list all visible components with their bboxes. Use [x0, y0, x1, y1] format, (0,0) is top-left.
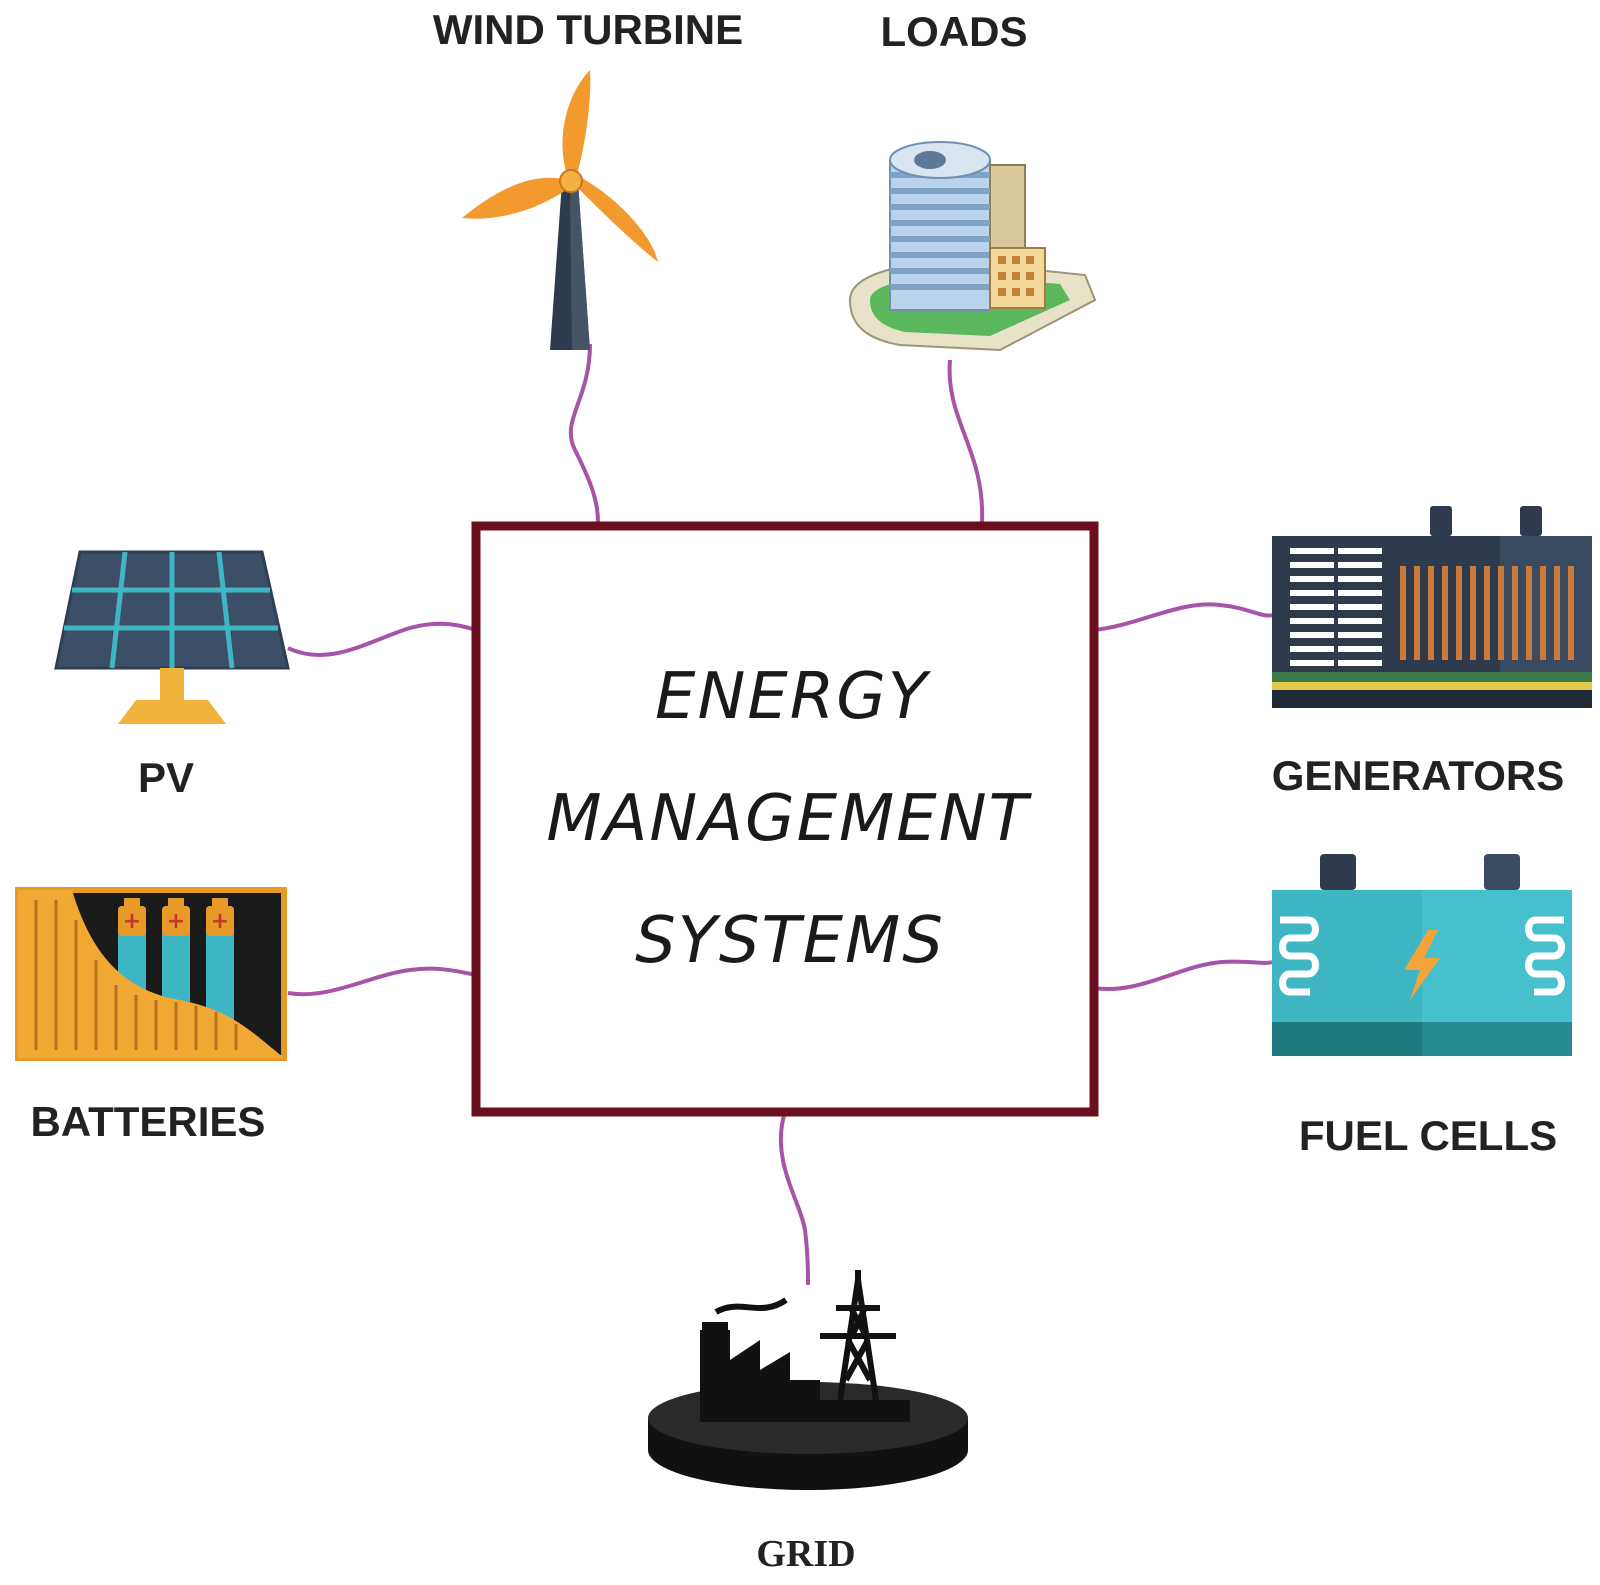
- grid-label: GRID: [756, 1533, 855, 1575]
- generator-icon: [1272, 506, 1592, 708]
- battery-bank-icon: + + +: [15, 887, 287, 1061]
- batteries-label: BATTERIES: [31, 1098, 266, 1145]
- pv-node: PV: [54, 550, 290, 801]
- battery-cells: + + +: [118, 898, 234, 1026]
- fuel-cell-icon: [1272, 854, 1572, 1056]
- grid-node: GRID: [648, 1270, 968, 1575]
- generators-node: GENERATORS: [1272, 506, 1592, 799]
- fuel-cells-label: FUEL CELLS: [1299, 1112, 1557, 1159]
- lightning-bolt-icon: [1404, 930, 1440, 1000]
- svg-text:+: +: [211, 909, 229, 934]
- batteries-node: + + +: [15, 887, 287, 1145]
- connector-pv: [287, 621, 477, 657]
- wind-turbine-node: WIND TURBINE: [433, 6, 743, 350]
- pv-label: PV: [138, 754, 194, 801]
- transmission-tower-icon: [820, 1270, 896, 1401]
- loads-node: LOADS: [848, 8, 1097, 352]
- connector-wind-turbine: [568, 343, 600, 523]
- connector-grid: [778, 1111, 810, 1286]
- connector-generators: [1093, 602, 1273, 632]
- generators-label: GENERATORS: [1272, 752, 1564, 799]
- ems-box: ENERGY MANAGEMENT SYSTEMS: [471, 521, 1099, 1117]
- ems-title-line-2: MANAGEMENT: [546, 782, 1032, 856]
- loads-label: LOADS: [881, 8, 1028, 55]
- wind-turbine-label: WIND TURBINE: [433, 6, 743, 53]
- solar-panel-icon: [54, 550, 290, 724]
- ems-border: [471, 521, 1099, 1117]
- svg-text:+: +: [123, 909, 141, 934]
- connectors: [287, 343, 1273, 1286]
- wind-turbine-icon: [462, 70, 658, 350]
- building-icon: [848, 141, 1097, 352]
- ems-title-line-1: ENERGY: [655, 660, 932, 734]
- power-plant-tower-icon: [648, 1270, 968, 1490]
- connector-fuel-cells: [1093, 959, 1273, 992]
- svg-text:+: +: [167, 909, 185, 934]
- connector-batteries: [287, 966, 477, 997]
- fuel-cells-node: FUEL CELLS: [1272, 854, 1572, 1159]
- ems-title-line-3: SYSTEMS: [635, 904, 945, 978]
- connector-loads: [947, 359, 985, 523]
